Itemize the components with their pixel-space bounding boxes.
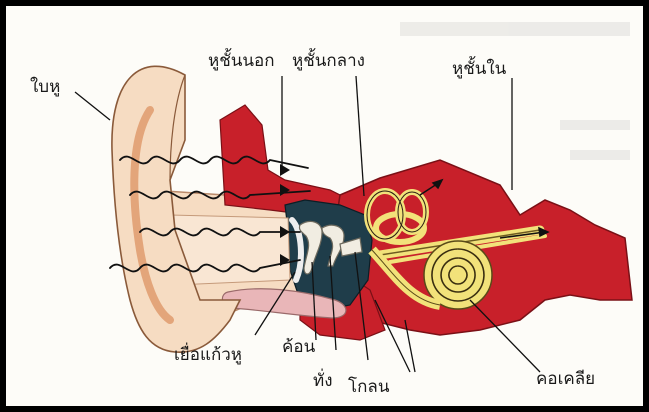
- label-eardrum: เยื่อแก้วหู: [174, 342, 242, 365]
- label-pinna: ใบหู: [30, 76, 60, 97]
- label-middle-ear: หูชั้นกลาง: [292, 48, 365, 71]
- label-incus: ทั่ง: [313, 368, 333, 391]
- label-cochlea: คอเคลีย: [536, 369, 595, 389]
- label-malleus: ค้อน: [282, 337, 316, 357]
- label-stapes: โกลน: [348, 376, 390, 397]
- label-inner-ear: หูชั้นใน: [452, 56, 507, 79]
- label-outer-ear: หูชั้นนอก: [208, 48, 275, 71]
- background-smudge: [400, 22, 630, 160]
